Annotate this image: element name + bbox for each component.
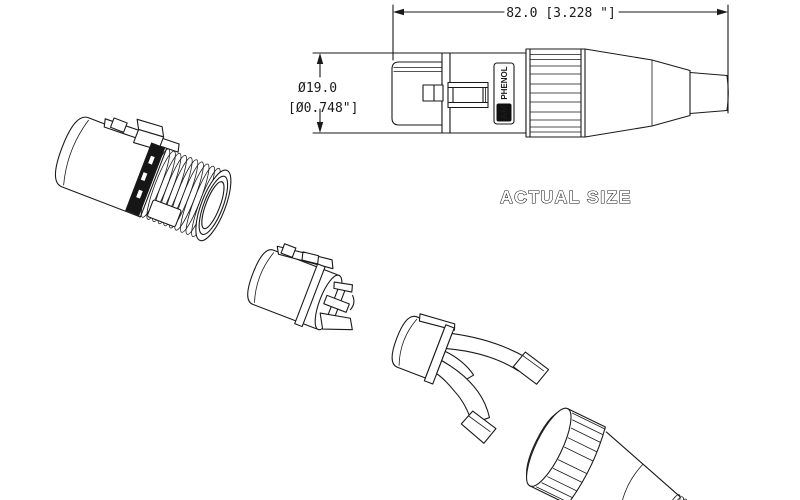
front-shell-chamfer-lines (393, 67, 442, 72)
brand-prefix-text: AM (499, 106, 509, 120)
clamp-upper-paddle (512, 351, 550, 385)
assembled-connector: AM PHENOL (391, 48, 729, 138)
front-shell (391, 61, 443, 126)
clamp-lower-paddle (460, 410, 497, 444)
insert-rail-notch (280, 243, 297, 258)
shell-rail-notch (109, 117, 128, 133)
insert-body (247, 249, 338, 330)
boot-taper (584, 48, 729, 138)
insert-upper-tab (333, 281, 354, 293)
insert-collar (294, 263, 326, 328)
shell-end-rim (195, 169, 232, 242)
shell-thread-cutout (147, 199, 182, 228)
latch-button (447, 81, 489, 109)
brand-suffix-text: PHENOL (500, 66, 509, 99)
arrowhead-right (717, 8, 728, 16)
clamp-body (391, 315, 446, 379)
boot-tip-threads (665, 494, 688, 500)
boot-tip-end (726, 74, 729, 112)
shell-bore (201, 181, 225, 230)
band-glyph-1 (148, 155, 155, 165)
brand-badge (496, 103, 512, 122)
exploded-cable-clamp (391, 313, 550, 444)
shell-front-rim-arc (63, 119, 89, 186)
knurled-grip (525, 48, 586, 138)
exploded-connector-shell (54, 116, 232, 242)
exploded-contact-insert (247, 243, 355, 331)
insert-cross-bar (323, 294, 350, 313)
taper-bottom-edge (584, 114, 691, 138)
clamp-front-rim-arc (398, 318, 418, 366)
diameter-imperial-text: [Ø0.748"] (288, 101, 358, 116)
brand-label: AM PHENOL (493, 62, 515, 125)
actual-size-caption: ACTUAL SIZE (500, 187, 632, 207)
diameter-dimension: Ø19.0 [Ø0.748"] (288, 52, 453, 134)
latch-tab (422, 84, 444, 102)
length-dimension-text: 82.0 [3.228 "] (506, 6, 616, 21)
insert-lower-scoop (319, 312, 353, 331)
boot-tip-edges (689, 71, 728, 115)
latch-button-inner (452, 86, 484, 104)
boot-knurl-lines (536, 412, 606, 500)
arrowhead-up (316, 53, 324, 64)
length-dimension: 82.0 [3.228 "] (392, 4, 729, 114)
band-glyph-3 (136, 189, 143, 199)
boot-cone-edges (571, 431, 681, 500)
boot-cone-contour (619, 463, 644, 500)
boot-ring-rim (526, 407, 572, 487)
taper-top-edge (584, 48, 691, 72)
diameter-metric-text: Ø19.0 (298, 81, 337, 96)
clamp-lower-paddle-line (468, 415, 491, 433)
shell-end-rim-inner (198, 175, 229, 236)
clamp-upper-paddle-line (521, 354, 545, 372)
insert-hook-arc (349, 294, 355, 311)
exploded-boot (526, 407, 688, 500)
knurl-ribs (530, 54, 581, 133)
band-glyph-2 (140, 172, 148, 182)
arrowhead-down (316, 122, 324, 133)
arrowhead-left (393, 8, 404, 16)
insert-front-rim-arc (254, 252, 275, 303)
